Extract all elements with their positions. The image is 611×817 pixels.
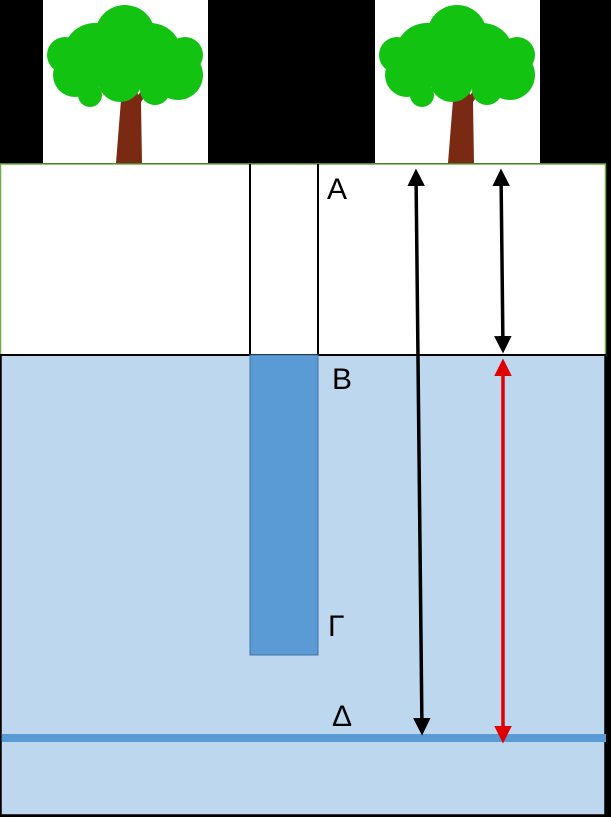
soil-layer: [0, 163, 607, 356]
label-d: Δ: [332, 700, 352, 733]
well-water-column: [249, 354, 319, 656]
label-b: Β: [332, 363, 352, 396]
tree-icon: [43, 0, 208, 163]
label-a: Α: [327, 173, 347, 206]
depth-arrow-soil: [492, 168, 512, 354]
label-c: Γ: [328, 610, 345, 643]
depth-arrow-a-delta: [407, 168, 431, 736]
water-table-line: [2, 734, 606, 742]
tree-icon: [375, 0, 540, 163]
